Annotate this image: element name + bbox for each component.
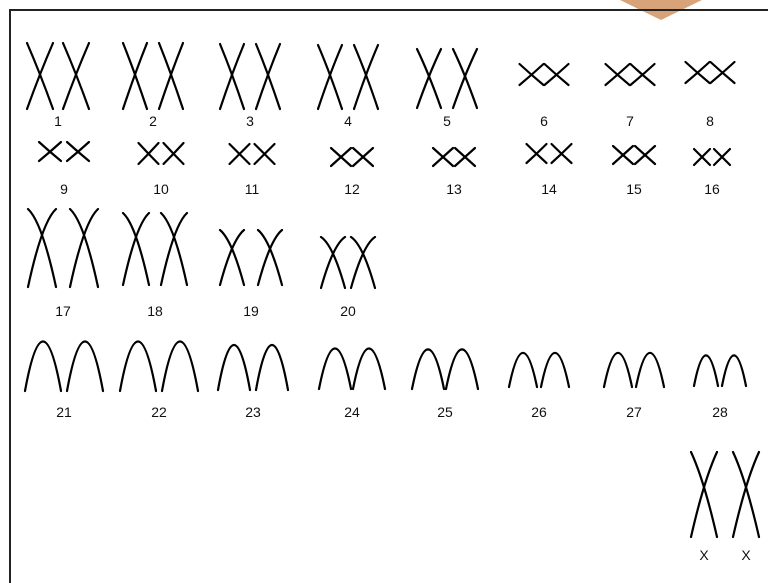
- pair-label-2: 2: [149, 113, 157, 129]
- pair-label-1: 1: [54, 113, 62, 129]
- pair-label-16: 16: [704, 181, 720, 197]
- pair-label-5: 5: [443, 113, 451, 129]
- pair-label-7: 7: [626, 113, 634, 129]
- pair-label-20: 20: [340, 303, 356, 319]
- pair-label-23: 23: [245, 404, 261, 420]
- pair-label-10: 10: [153, 181, 169, 197]
- pair-label-3: 3: [246, 113, 254, 129]
- pair-label-26: 26: [531, 404, 547, 420]
- pair-label-22: 22: [151, 404, 167, 420]
- pair-label-4: 4: [344, 113, 352, 129]
- pair-label-13: 13: [446, 181, 462, 197]
- pair-label-19: 19: [243, 303, 259, 319]
- pair-label-14: 14: [541, 181, 557, 197]
- pair-label-27: 27: [626, 404, 642, 420]
- sex-chromosome-label-1: X: [699, 547, 709, 563]
- pair-label-6: 6: [540, 113, 548, 129]
- pair-label-9: 9: [60, 181, 68, 197]
- pair-label-8: 8: [706, 113, 714, 129]
- pair-label-28: 28: [712, 404, 728, 420]
- pair-label-21: 21: [56, 404, 72, 420]
- pair-label-25: 25: [437, 404, 453, 420]
- pair-label-24: 24: [344, 404, 360, 420]
- pair-label-15: 15: [626, 181, 642, 197]
- sex-chromosome-label-2: X: [741, 547, 751, 563]
- pair-label-11: 11: [245, 181, 260, 197]
- pair-label-17: 17: [55, 303, 71, 319]
- pair-label-18: 18: [147, 303, 163, 319]
- pair-label-12: 12: [344, 181, 360, 197]
